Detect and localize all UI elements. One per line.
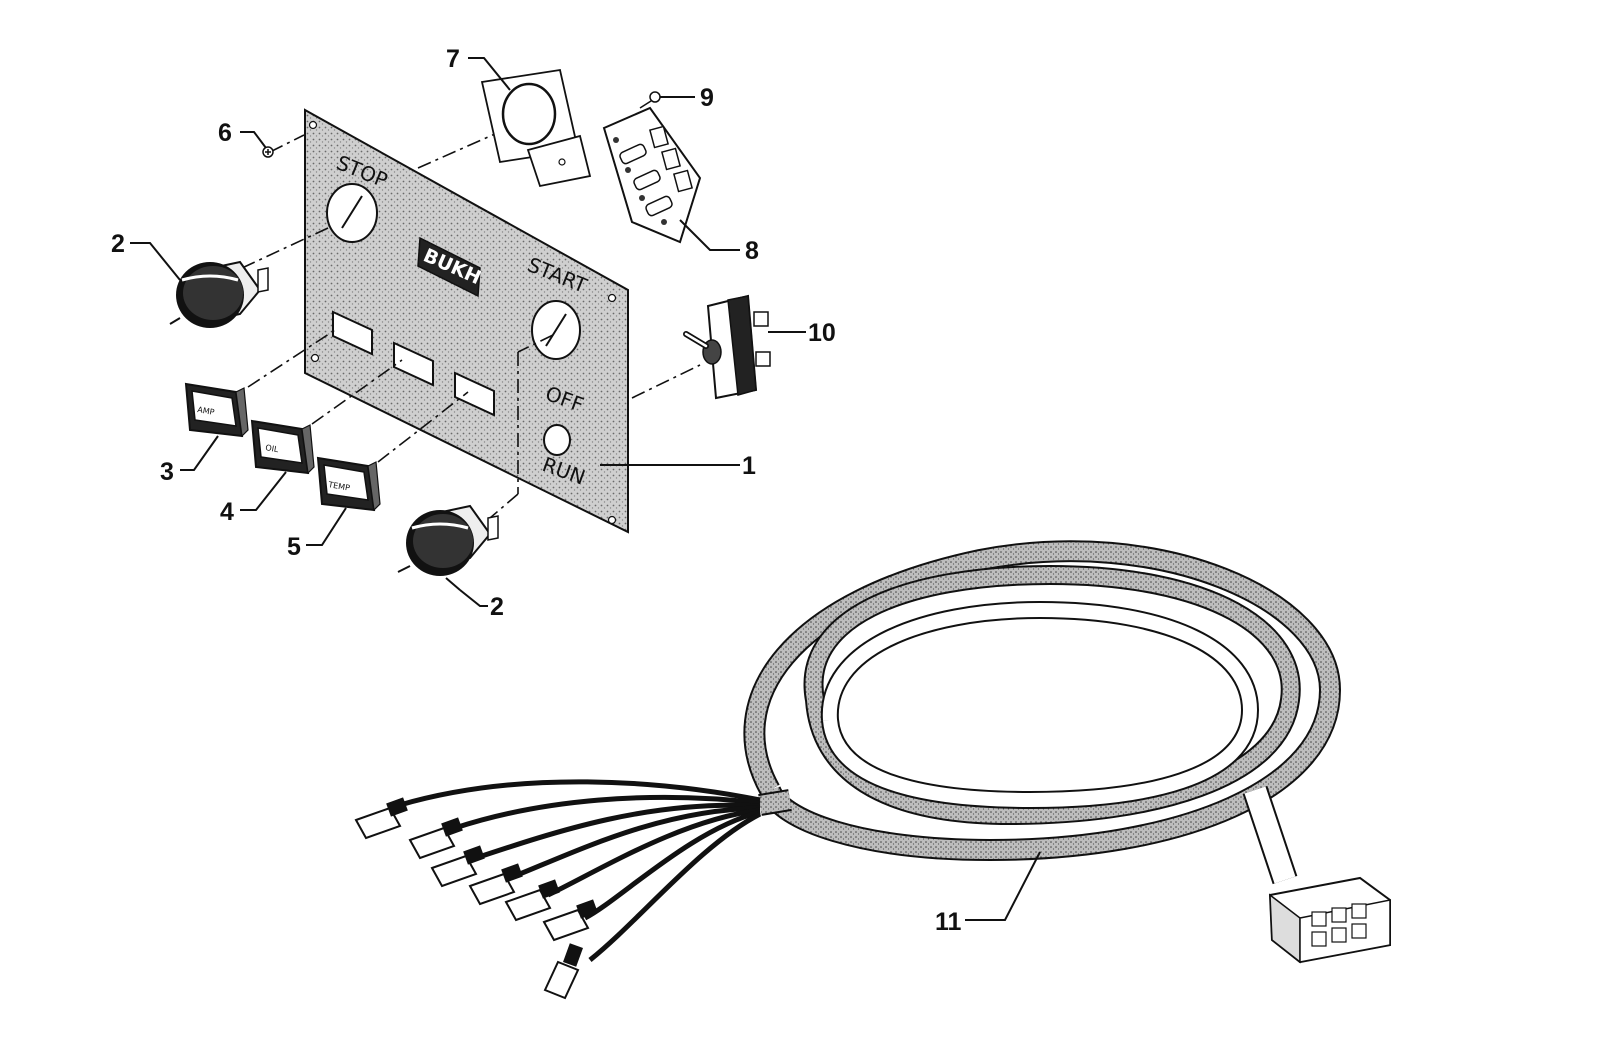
multi-pin-connector [1268,876,1391,964]
callout-8: 8 [745,237,759,265]
harness-wires [399,779,762,962]
panel-screw-hole-icon [607,515,617,525]
callout-1: 1 [742,452,756,480]
gasket-part-7 [480,68,592,188]
callout-11: 11 [935,908,962,936]
instrument-panel: STOP BUKH START OFF RUN [304,108,629,534]
key-switch-hole [543,424,571,456]
callout-7: 7 [446,45,460,73]
panel-screw-hole-icon [607,293,617,303]
callout-9: 9 [700,84,714,112]
screw-part-9-icon [639,91,661,109]
svg-text:AMP: AMP [197,405,216,417]
callout-3: 3 [160,458,174,486]
push-button-start [397,504,499,576]
callout-6: 6 [218,119,232,147]
push-button-stop [169,260,269,328]
indicator-slot-temp [454,371,495,417]
spade-terminal-icon [543,943,583,1000]
spade-terminal-icon [542,899,598,942]
spade-terminal-icon [468,863,523,906]
callout-2-lower: 2 [490,593,504,621]
panel-screw-hole-icon [310,353,320,363]
spade-terminal-icon [430,845,485,888]
leader-lines [130,57,1041,921]
spade-terminal-icon [504,879,560,922]
spade-terminal-icon [408,817,463,860]
indicator-slot-oil [393,341,434,387]
spade-terminal-icon [354,797,408,840]
callout-numbers: 1 2 2 3 4 5 6 7 8 9 10 11 [111,45,962,936]
svg-text:TEMP: TEMP [327,480,351,493]
callout-10: 10 [808,319,836,347]
wiring-harness-part-11 [354,540,1391,1000]
toggle-switch-part-10 [683,294,771,400]
indicator-lamp-oil: OIL [250,419,315,475]
indicator-lamp-temp: TEMP [316,456,381,512]
panel-screw-hole-icon [308,120,318,130]
callout-4: 4 [220,498,234,526]
svg-text:OIL: OIL [265,443,280,454]
callout-2-upper: 2 [111,230,125,258]
callout-5: 5 [287,533,301,561]
indicator-lamp-amp: AMP [184,382,249,438]
switch-block-part-8 [602,106,702,244]
screw-part-6-icon [262,146,274,158]
indicator-slot-amp [332,310,373,356]
